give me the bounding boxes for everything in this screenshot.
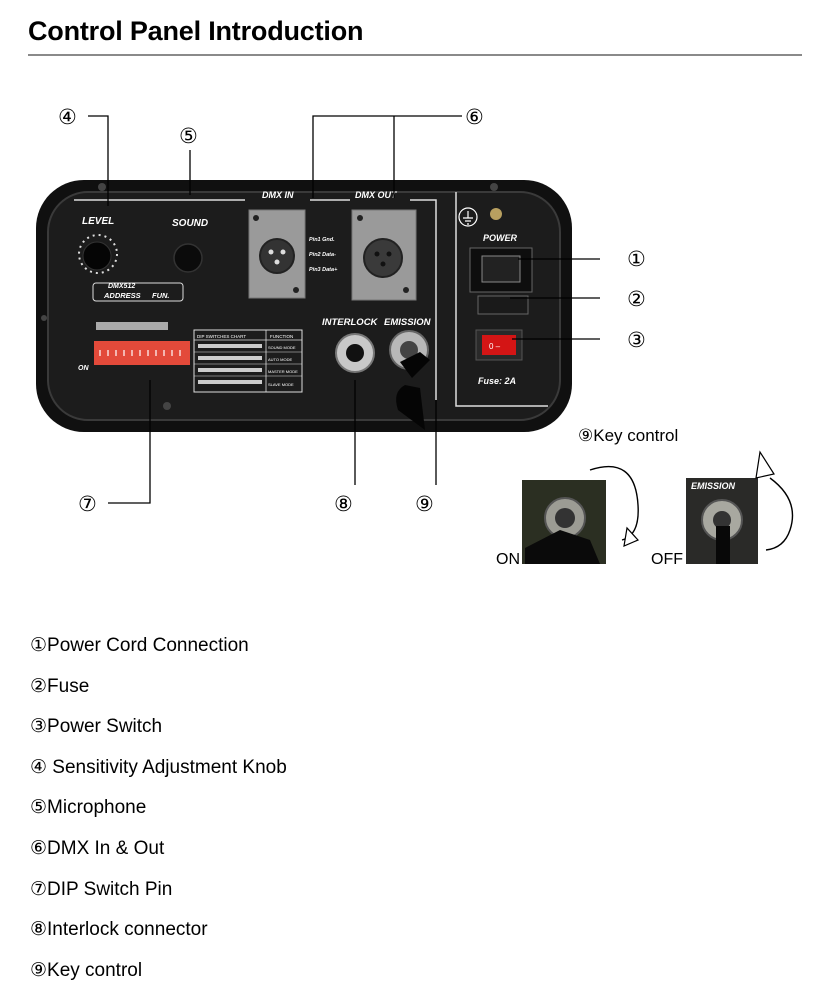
control-panel-photo: LEVEL SOUND DMX512 ADDRESS FUN. ON xyxy=(36,180,572,432)
screw-icon xyxy=(98,183,106,191)
svg-text:0 –: 0 – xyxy=(489,342,501,351)
power-label: POWER xyxy=(483,233,518,243)
dip-chart-master-mode: MASTER MODE xyxy=(268,369,298,374)
dip-chart-auto-mode: AUTO MODE xyxy=(268,357,292,362)
key-off-emission-label: EMISSION xyxy=(691,481,736,491)
dip-chart-sound-mode: SOUND MODE xyxy=(268,345,296,350)
list-item-sensitivity-knob: ④ Sensitivity Adjustment Knob xyxy=(30,756,287,778)
list-item-key-control: ⑨Key control xyxy=(30,959,143,981)
list-item-dmx: ⑥DMX In & Out xyxy=(30,837,165,859)
dmx-out-label: DMX OUT xyxy=(355,190,398,200)
dip-switch-chart: DIP SWITCHES CHART FUNCTION SOUND MODE A… xyxy=(193,329,303,393)
key-icon xyxy=(400,352,430,378)
dmx-in-label: DMX IN xyxy=(262,190,294,200)
dip-chart-title: DIP SWITCHES CHART xyxy=(197,334,246,339)
dip-chart-slave-mode: SLAVE MODE xyxy=(268,382,294,387)
pin3-label: Pin3 Data+ xyxy=(309,267,338,273)
key-control-title: ⑨Key control xyxy=(578,426,678,445)
page-title: Control Panel Introduction xyxy=(28,16,364,46)
level-knob xyxy=(78,234,118,274)
panel-frame-line xyxy=(74,199,437,400)
key-off-photo: EMISSION xyxy=(686,478,758,564)
fuse-label: Fuse: 2A xyxy=(478,376,516,386)
dip-chart-function: FUNCTION xyxy=(270,334,293,339)
address-label: ADDRESS xyxy=(103,291,141,300)
callout-3: ③ xyxy=(627,328,646,352)
microphone-icon xyxy=(173,243,203,273)
pin1-label: Pin1 Gnd. xyxy=(309,237,335,243)
key-on-label: ON xyxy=(496,551,520,568)
emission-label: EMISSION xyxy=(384,317,432,328)
control-panel-figure: LEVEL SOUND DMX512 ADDRESS FUN. ON xyxy=(36,105,794,568)
ground-screw-icon xyxy=(490,208,502,220)
callout-1: ① xyxy=(627,247,646,271)
list-item-dip-switch: ⑦DIP Switch Pin xyxy=(30,878,173,900)
list-item-power-cord: ①Power Cord Connection xyxy=(30,635,249,656)
dip-switch xyxy=(94,341,190,365)
key-on-photo xyxy=(522,480,606,564)
callout-2: ② xyxy=(627,287,646,311)
list-item-interlock: ⑧Interlock connector xyxy=(30,919,208,941)
list-item-power-switch: ③Power Switch xyxy=(30,716,163,738)
power-frame-line xyxy=(455,192,548,407)
fuse-holder xyxy=(477,295,529,315)
dip-on-label: ON xyxy=(78,365,89,372)
title-divider xyxy=(28,54,802,56)
sound-label: SOUND xyxy=(172,218,208,229)
key-off-label: OFF xyxy=(651,551,683,568)
screw-icon xyxy=(163,402,171,410)
fun-label: FUN. xyxy=(152,291,170,300)
power-switch xyxy=(482,335,516,355)
callout-7: ⑦ xyxy=(78,492,97,516)
level-label: LEVEL xyxy=(82,216,114,227)
component-list: ①Power Cord Connection ②Fuse ③Power Swit… xyxy=(30,630,287,995)
callout-4: ④ xyxy=(58,105,77,129)
dmx512-label: DMX512 xyxy=(108,283,135,290)
callout-lines xyxy=(88,115,600,504)
ground-icon xyxy=(458,207,478,227)
list-item-fuse: ②Fuse xyxy=(30,675,90,697)
screw-icon xyxy=(490,183,498,191)
dip-numbers-strip xyxy=(96,322,168,330)
screw-icon xyxy=(41,315,47,321)
list-item-microphone: ⑤Microphone xyxy=(30,797,147,819)
dip-switch-levers xyxy=(99,350,181,356)
rotate-counterclockwise-arrow-icon xyxy=(765,477,794,551)
interlock-label: INTERLOCK xyxy=(322,317,379,328)
callout-6: ⑥ xyxy=(465,105,484,129)
callout-9: ⑨ xyxy=(415,492,434,516)
callout-5: ⑤ xyxy=(179,124,198,148)
pin2-label: Pin2 Data- xyxy=(309,252,336,258)
dmx512-bracket xyxy=(92,282,184,302)
callout-8: ⑧ xyxy=(334,492,353,516)
